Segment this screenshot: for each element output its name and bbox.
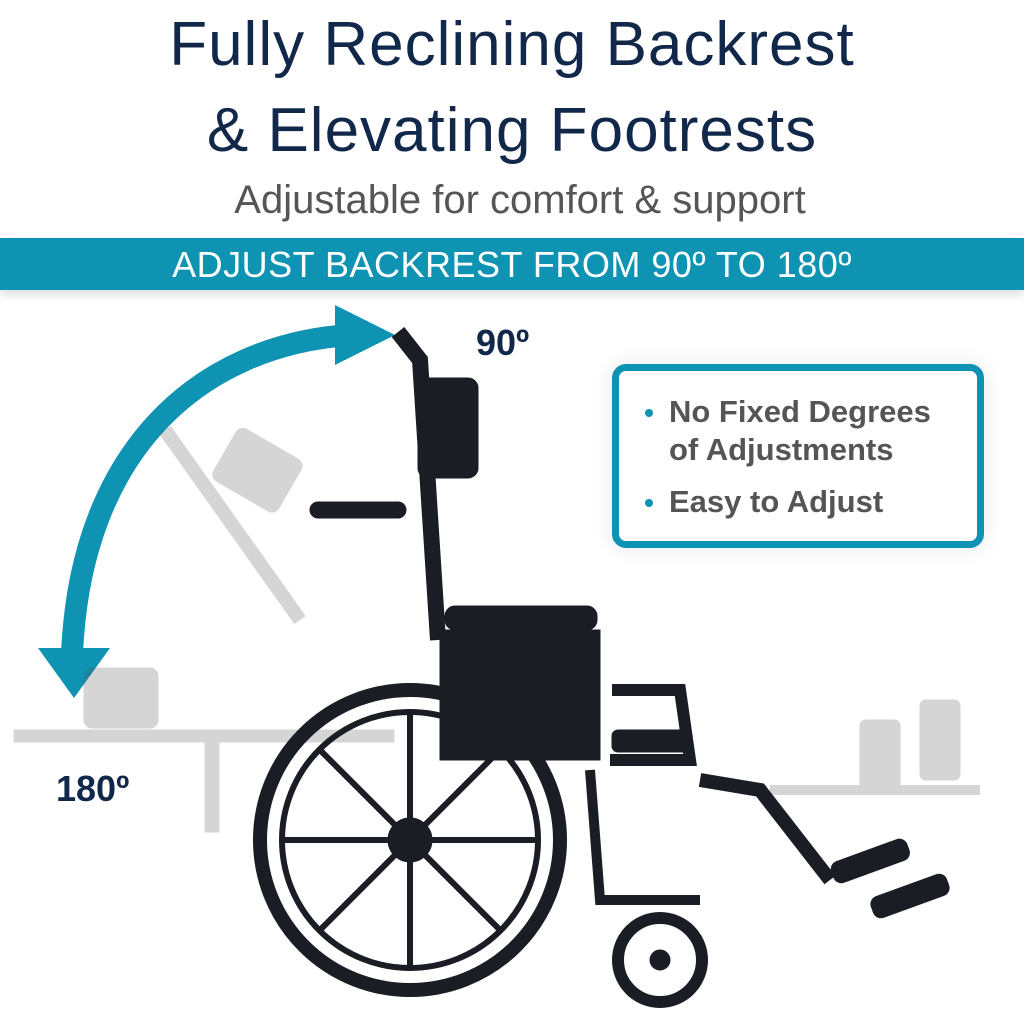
bullet-icon: [645, 409, 653, 417]
wheelchair: [253, 327, 950, 1008]
wheelchair-illustration: [13, 305, 980, 1008]
angle-label-180: 180º: [56, 768, 130, 809]
bullet-icon: [645, 499, 653, 507]
feature-text: No Fixed Degrees of Adjustments: [669, 394, 931, 467]
subtitle: Adjustable for comfort & support: [234, 178, 806, 222]
banner: ADJUST BACKREST FROM 90º TO 180º: [0, 238, 1024, 290]
feature-item: Easy to Adjust: [645, 483, 883, 521]
title-line-1: Fully Reclining Backrest: [169, 10, 855, 79]
feature-text: Easy to Adjust: [669, 484, 884, 519]
angle-label-90: 90º: [476, 322, 530, 363]
title-line-2: & Elevating Footrests: [206, 96, 818, 165]
feature-item: No Fixed Degrees of Adjustments: [645, 393, 965, 469]
curved-double-arrow-icon: [38, 305, 395, 698]
features-box: No Fixed Degrees of Adjustments Easy to …: [612, 364, 984, 548]
